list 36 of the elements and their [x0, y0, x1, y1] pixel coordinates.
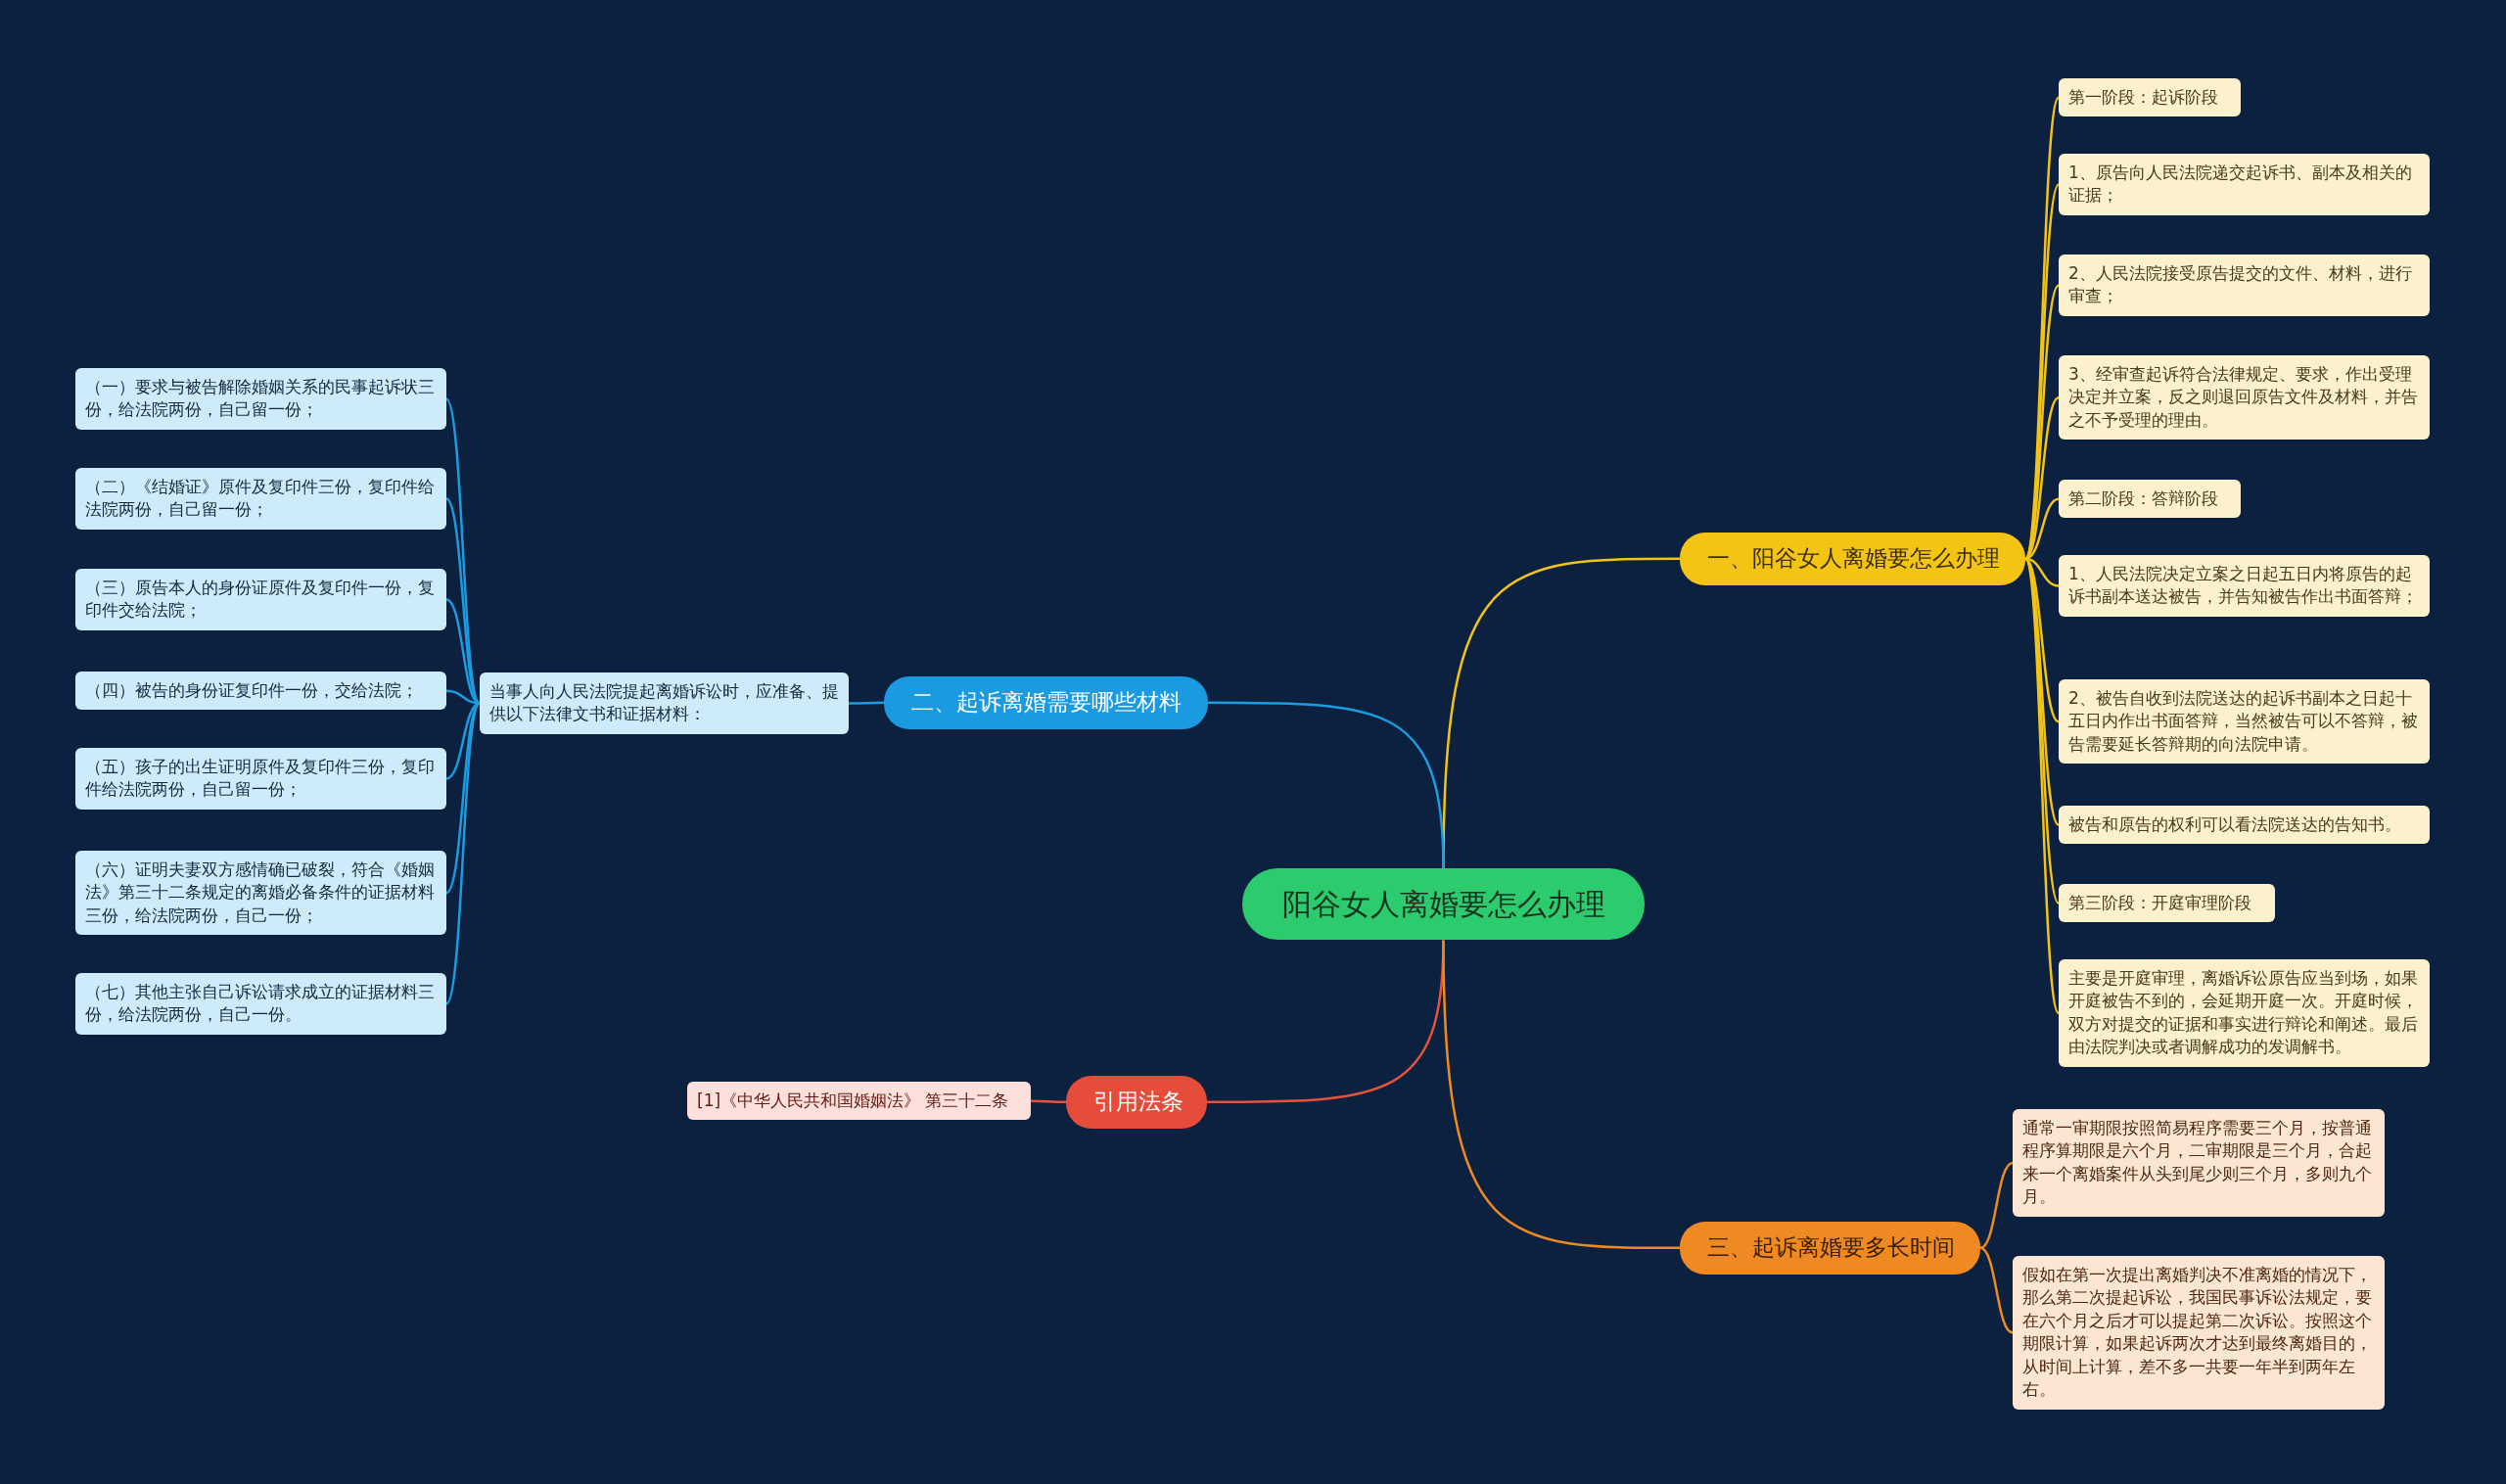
note-box: （二）《结婚证》原件及复印件三份，复印件给法院两份，自己留一份； [75, 468, 446, 530]
note-box: 第一阶段：起诉阶段 [2059, 78, 2241, 117]
note-box: （四）被告的身份证复印件一份，交给法院； [75, 672, 446, 711]
note-box: 被告和原告的权利可以看法院送达的告知书。 [2059, 806, 2430, 845]
connector-line [2024, 558, 2060, 826]
connector-line [1031, 1099, 1066, 1104]
branch-topic: 引用法条 [1066, 1076, 1207, 1129]
connector-line [1979, 1246, 2014, 1334]
note-box: （三）原告本人的身份证原件及复印件一份，复印件交给法院； [75, 569, 446, 630]
note-box: （七）其他主张自己诉讼请求成立的证据材料三份，给法院两份，自己一份。 [75, 973, 446, 1035]
note-box: 假如在第一次提出离婚判决不准离婚的情况下，那么第二次提起诉讼，我国民事诉讼法规定，要在六个月之后才可以提起第二次诉讼。按照这个期限计算，如果起诉两次才达到最终离婚目的，从时间上计算，差不多一共要一年半到两年左右。 [2013, 1256, 2385, 1410]
note-box: 1、原告向人民法院递交起诉书、副本及相关的证据； [2059, 154, 2430, 215]
note-box: （一）要求与被告解除婚姻关系的民事起诉状三份，给法院两份，自己留一份； [75, 368, 446, 430]
branch-topic: 三、起诉离婚要多长时间 [1680, 1222, 1980, 1275]
note-box: 主要是开庭审理，离婚诉讼原告应当到场，如果开庭被告不到的，会延期开庭一次。开庭时候，双方对提交的证据和事实进行辩论和阐述。最后由法院判决或者调解成功的发调解书。 [2059, 959, 2430, 1067]
note-box: [1]《中华人民共和国婚姻法》 第三十二条 [687, 1082, 1031, 1121]
connector-line [445, 702, 481, 895]
connector-line [444, 702, 482, 1005]
connector-line [1442, 940, 1680, 1250]
note-box: 第二阶段：答辩阶段 [2059, 480, 2241, 519]
connector-line [849, 701, 884, 705]
central-topic: 阳谷女人离婚要怎么办理 [1242, 868, 1645, 941]
note-box: 2、被告自收到法院送达的起诉书副本之日起十五日内作出书面答辩，当然被告可以不答辩，被告需要延长答辩期的向法院申请。 [2059, 679, 2430, 765]
note-box: 2、人民法院接受原告提交的文件、材料，进行审查； [2059, 255, 2430, 316]
note-box: 当事人向人民法院提起离婚诉讼时，应准备、提供以下法律文书和证据材料： [480, 672, 849, 734]
note-box: 3、经审查起诉符合法律规定、要求，作出受理决定并立案，反之则退回原告文件及材料，并告之不予受理的理由。 [2059, 355, 2430, 441]
connector-line [1979, 1161, 2014, 1249]
connector-line [1208, 701, 1445, 869]
note-box: （六）证明夫妻双方感情确已破裂，符合《婚姻法》第三十二条规定的离婚必备条件的证据材料三份，给法院两份，自己一份； [75, 851, 446, 936]
connector-line [2023, 558, 2061, 1014]
note-box: 1、人民法院决定立案之日起五日内将原告的起诉书副本送达被告，并告知被告作出书面答辩； [2059, 555, 2430, 617]
note-box: 通常一审期限按照简易程序需要三个月，按普通程序算期限是六个月，二审期限是三个月，合起来一个离婚案件从头到尾少则三个月，多则九个月。 [2013, 1109, 2385, 1217]
note-box: 第三阶段：开庭审理阶段 [2059, 884, 2275, 923]
note-box: （五）孩子的出生证明原件及复印件三份，复印件给法院两份，自己留一份； [75, 748, 446, 810]
branch-topic: 一、阳谷女人离婚要怎么办理 [1680, 533, 2025, 585]
branch-topic: 二、起诉离婚需要哪些材料 [884, 676, 1208, 729]
